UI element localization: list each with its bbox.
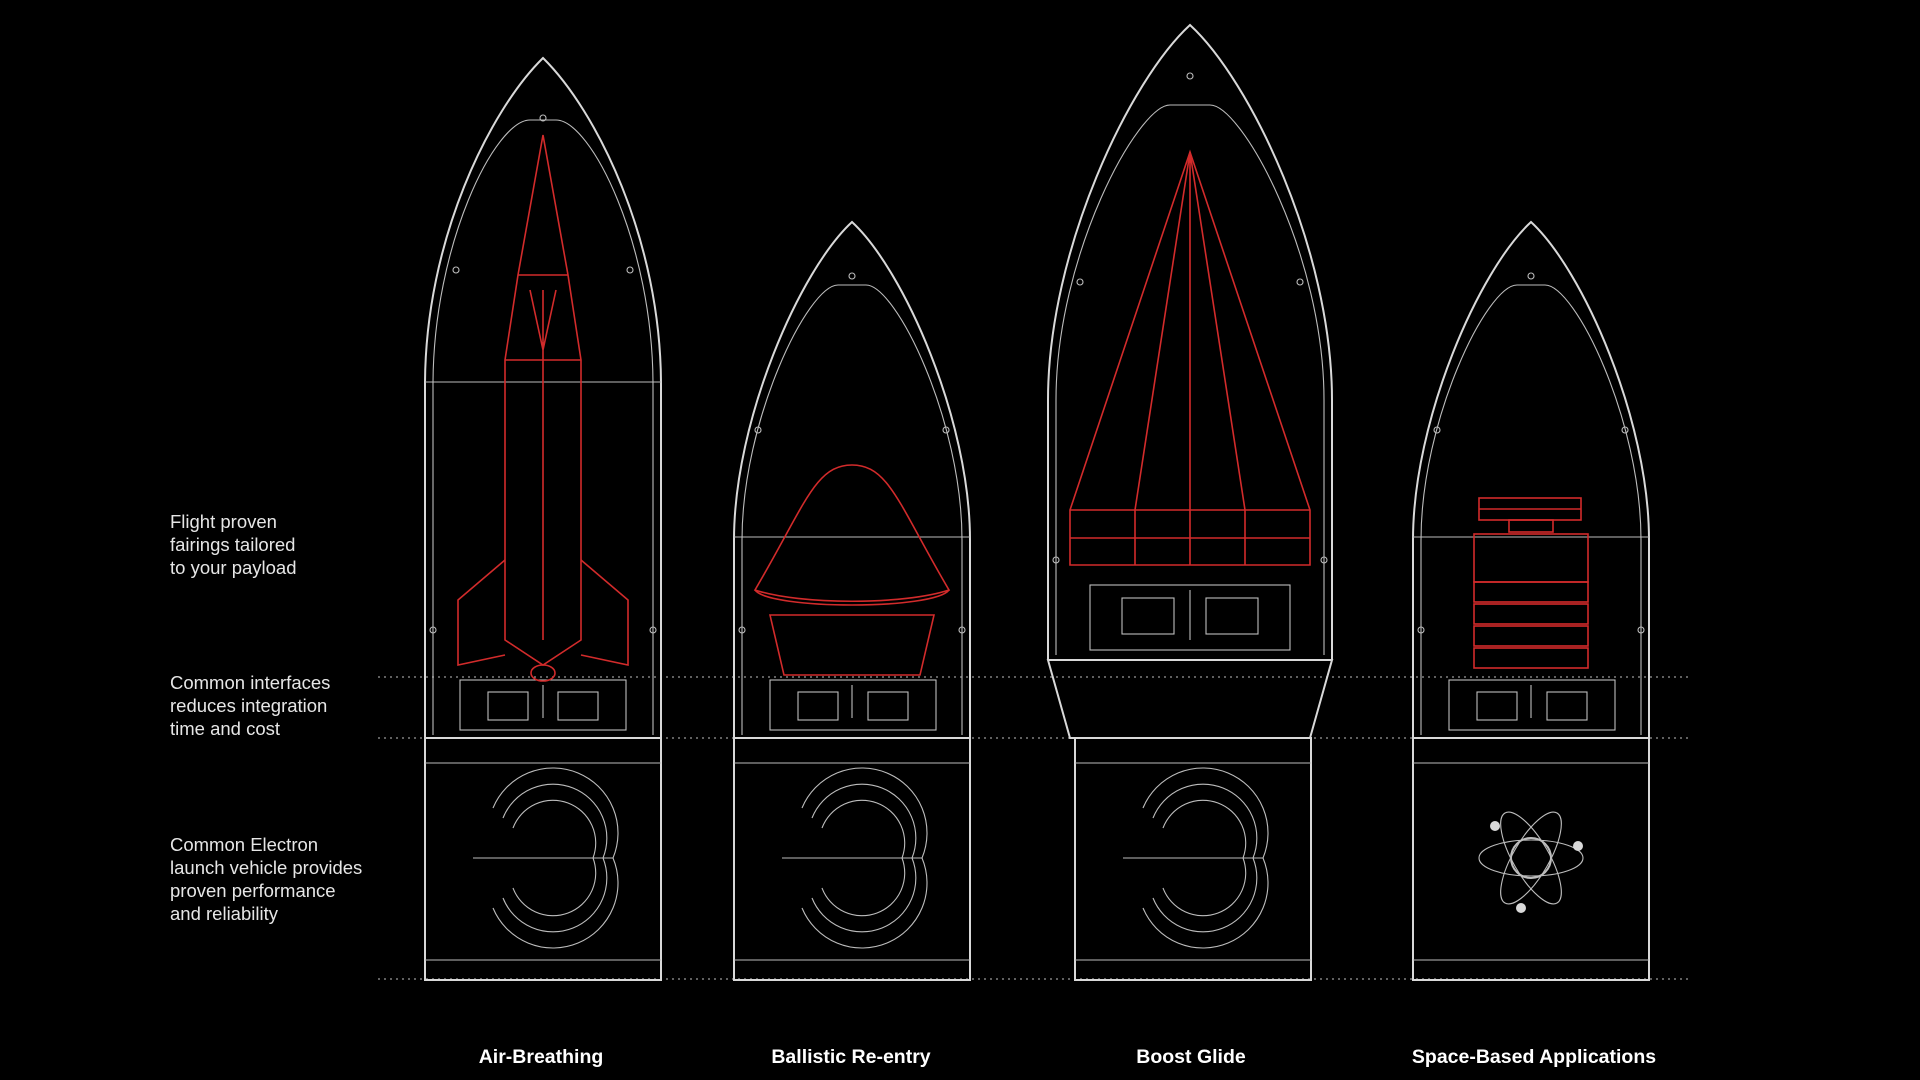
payload-adapter — [1089, 584, 1291, 651]
satellite — [1473, 497, 1589, 669]
air-breathing-vehicle — [457, 134, 629, 682]
fairing-inner-line — [432, 119, 654, 735]
atom-globe-emblem — [1478, 811, 1584, 913]
fairing-outline — [1412, 220, 1650, 738]
trajectory-emblem — [782, 767, 928, 949]
rocket-ballistic-reentry — [733, 220, 971, 981]
glide-body — [1069, 149, 1311, 566]
payload-adapter — [1448, 679, 1616, 731]
trajectory-emblem — [1123, 767, 1269, 949]
electron-stage — [424, 737, 662, 981]
annotation-interfaces: Common interfaces reduces integration ti… — [170, 672, 331, 739]
annotation-vehicle: Common Electron launch vehicle provides … — [170, 834, 363, 924]
rocket-boost-glide — [1046, 23, 1334, 981]
rocket-space-based — [1412, 220, 1650, 981]
trajectory-emblem — [473, 767, 619, 949]
rocket-air-breathing — [424, 56, 662, 981]
electron-stage — [1074, 737, 1312, 981]
payload-adapter — [769, 679, 937, 731]
fairing-base — [1046, 659, 1334, 739]
electron-stage — [1412, 737, 1650, 981]
caption-space-based: Space-Based Applications — [1411, 1046, 1657, 1068]
electron-stage — [733, 737, 971, 981]
caption-air-breathing: Air-Breathing — [478, 1046, 604, 1068]
annotation-fairings: Flight proven fairings tailored to your … — [170, 511, 297, 578]
caption-ballistic-reentry: Ballistic Re-entry — [771, 1046, 931, 1068]
reentry-capsule — [753, 464, 951, 676]
fairing-outline — [424, 56, 662, 738]
fairing-outline — [733, 220, 971, 738]
caption-boost-glide: Boost Glide — [1136, 1046, 1246, 1068]
fairing-outline — [1047, 23, 1333, 660]
payload-adapter — [459, 679, 627, 731]
